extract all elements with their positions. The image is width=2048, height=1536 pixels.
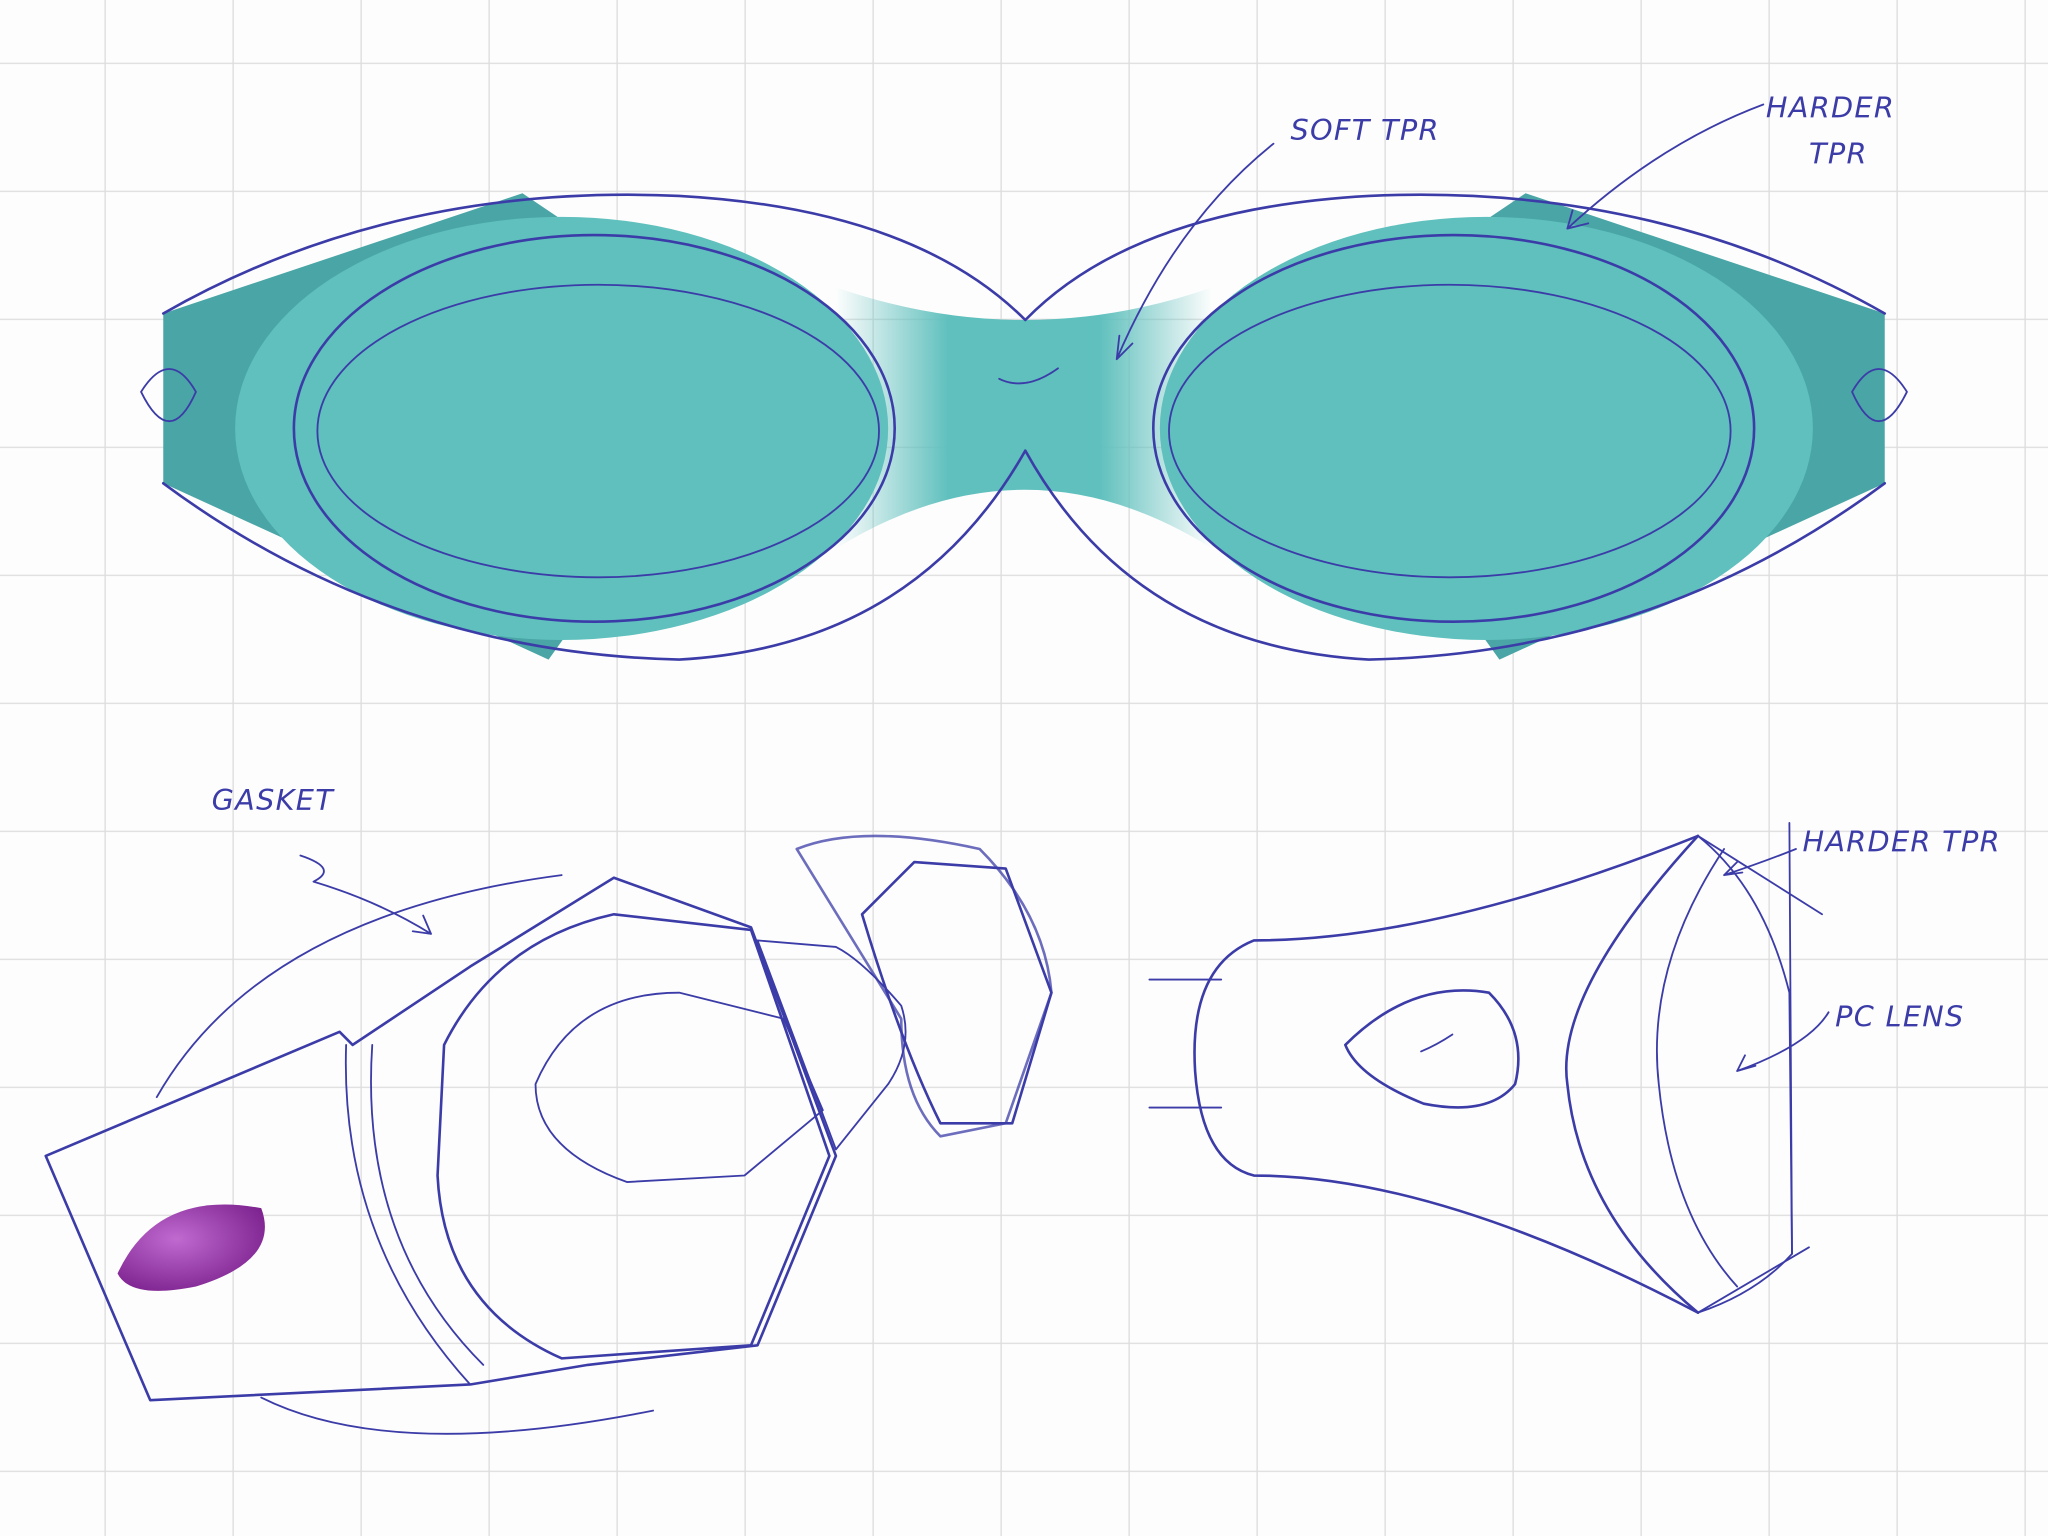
label-harder-tpr-side: HARDER TPR: [1802, 825, 2000, 859]
strap-button: [117, 1204, 265, 1291]
label-soft-tpr: SOFT TPR: [1290, 113, 1439, 147]
label-harder-tpr-top-2: TPR: [1809, 136, 1868, 170]
label-pc-lens: PC LENS: [1835, 1000, 1965, 1034]
logo-swoosh: [998, 367, 1059, 385]
label-gasket: GASKET: [212, 783, 336, 817]
left-strap-button: [140, 368, 197, 422]
right-strap-button: [1851, 368, 1908, 422]
front-view: SOFT TPR HARDER TPR: [140, 91, 1908, 661]
three-quarter-view: GASKET: [44, 783, 1053, 1435]
right-pc-lens: [860, 860, 1053, 1125]
side-vent: [1344, 989, 1520, 1109]
label-harder-tpr-top: HARDER: [1766, 91, 1895, 125]
left-pc-lens: [436, 912, 831, 1360]
left-lens: [316, 283, 880, 579]
right-lens: [1168, 283, 1732, 579]
side-view: HARDER TPR PC LENS: [1148, 821, 2000, 1314]
right-harder-tpr: [1453, 193, 1885, 660]
left-harder-tpr: [163, 193, 595, 660]
